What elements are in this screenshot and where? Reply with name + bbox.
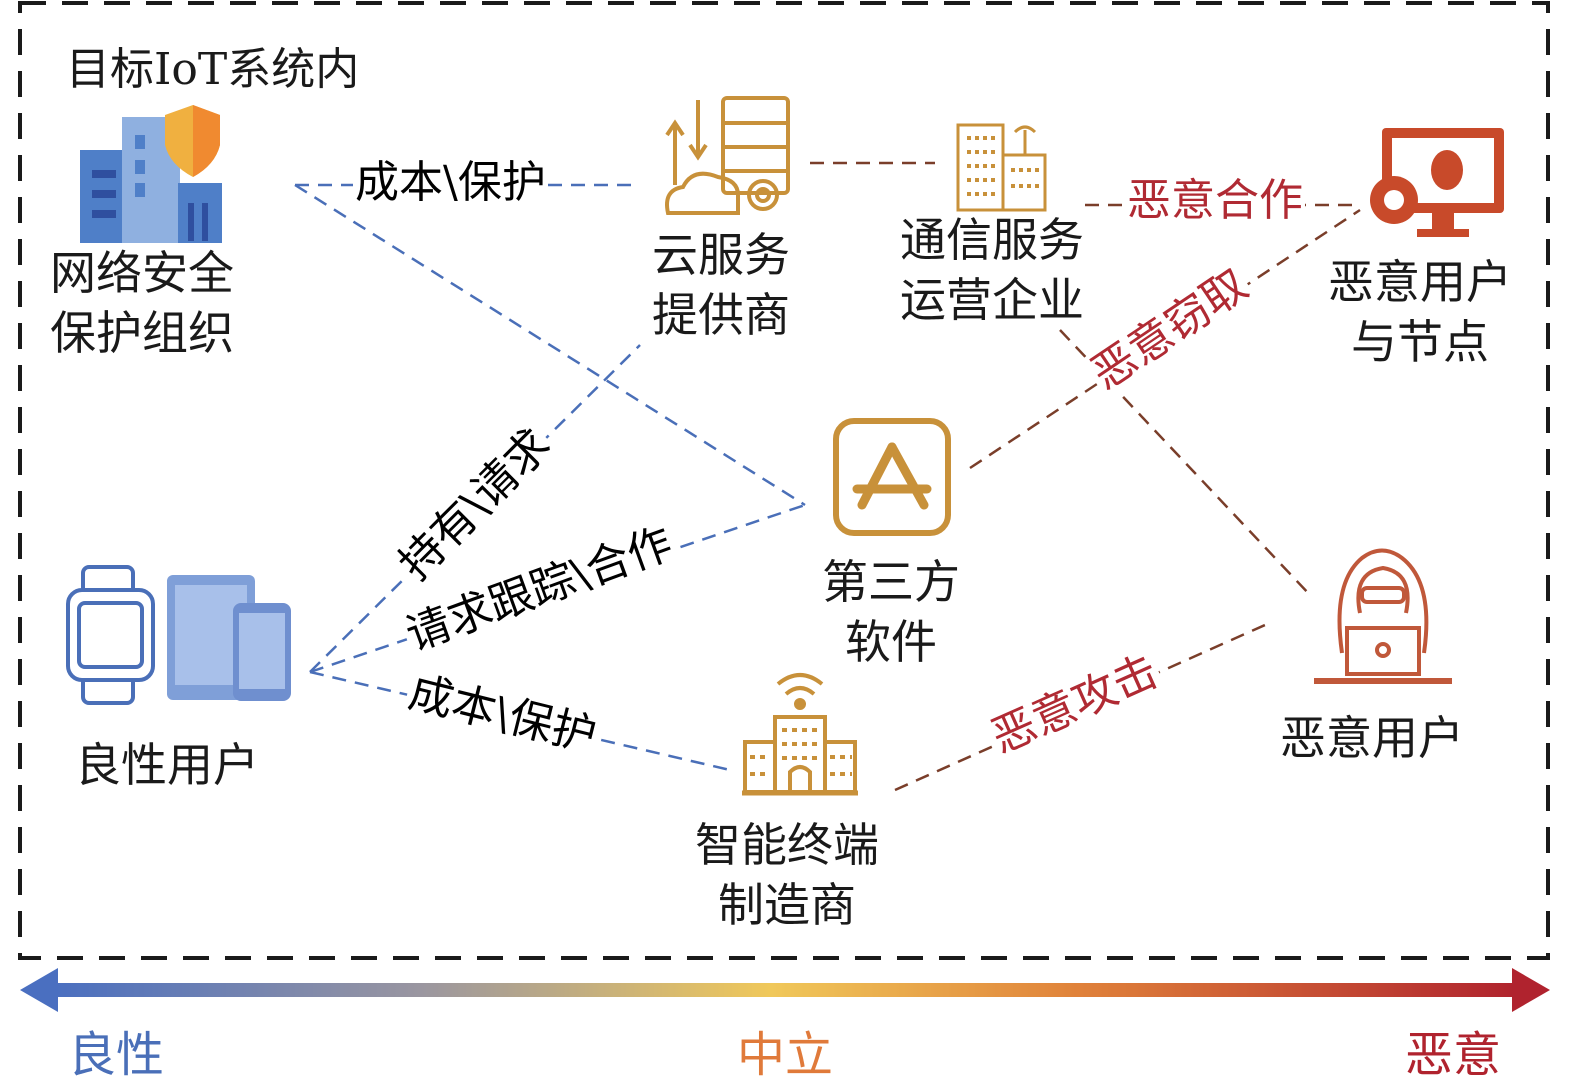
telecom-building-icon: [956, 123, 1047, 212]
scale-neutral-label: 中立: [737, 1027, 834, 1083]
infected-monitor-icon: [1370, 128, 1504, 237]
node-malicious-user: 恶意用户: [1280, 711, 1464, 765]
node-cloud: 云服务 提供商: [652, 225, 790, 345]
node-label: 软件: [845, 615, 937, 669]
edge-telecom-maluser: [1059, 329, 1311, 596]
system-boundary: [18, 1, 1550, 960]
node-telecom: 通信服务 运营企业: [900, 210, 1084, 330]
node-label: 第三方: [822, 555, 960, 609]
node-label: 保护组织: [50, 306, 234, 360]
node-label: 提供商: [652, 288, 790, 342]
node-label: 通信服务: [900, 213, 1084, 267]
scale-malicious-label: 恶意: [1405, 1027, 1502, 1083]
node-label: 云服务: [652, 228, 790, 282]
devices-icon: [66, 565, 291, 705]
node-terminal-maker: 智能终端 制造商: [695, 815, 879, 935]
hacker-icon: [1314, 548, 1452, 684]
spectrum-arrow: [20, 968, 1550, 1012]
node-benign-user: 良性用户: [75, 738, 259, 792]
node-label: 智能终端: [695, 818, 879, 872]
cloud-server-icon: [665, 96, 790, 215]
node-label: 恶意用户: [1328, 255, 1512, 309]
edge-label-mal-coop: 恶意合作: [1125, 175, 1305, 226]
app-store-icon: [833, 418, 951, 536]
edge-label-cost-protect-top: 成本\保护: [353, 157, 548, 208]
edge-security-thirdparty: [294, 183, 806, 507]
node-security-org: 网络安全 保护组织: [50, 243, 234, 363]
region-title: 目标IoT系统内: [66, 44, 360, 95]
scale-benign-label: 良性: [68, 1027, 165, 1083]
node-label: 与节点: [1351, 315, 1489, 369]
node-label: 网络安全: [50, 246, 234, 300]
smart-building-icon: [742, 673, 858, 796]
node-label: 运营企业: [900, 273, 1084, 327]
node-malicious-nodes: 恶意用户 与节点: [1328, 252, 1512, 372]
node-label: 制造商: [718, 878, 856, 932]
node-third-party: 第三方 软件: [822, 552, 960, 672]
shield-building-icon: [80, 105, 222, 243]
